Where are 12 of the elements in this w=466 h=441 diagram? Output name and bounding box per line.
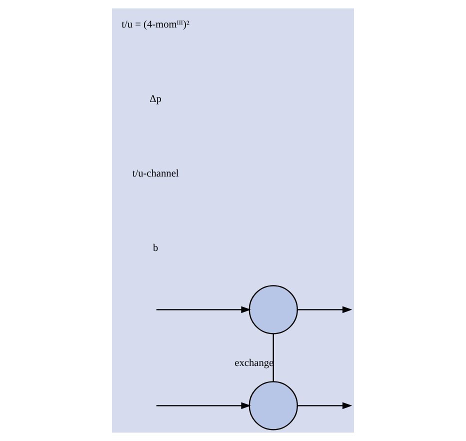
- connector: [272, 334, 274, 382]
- label: b: [152, 243, 158, 254]
- node-circle: [248, 285, 298, 334]
- label: t/u = (4-momᴵᴵᴵ)²: [122, 19, 190, 30]
- arrow: [297, 402, 352, 410]
- arrow: [156, 306, 251, 314]
- arrow: [297, 306, 352, 314]
- label: t/u-channel: [132, 168, 179, 180]
- arrow: [156, 402, 251, 410]
- edge-label: exchange: [234, 358, 274, 370]
- label: Δp: [150, 94, 162, 105]
- node-circle: [248, 381, 298, 430]
